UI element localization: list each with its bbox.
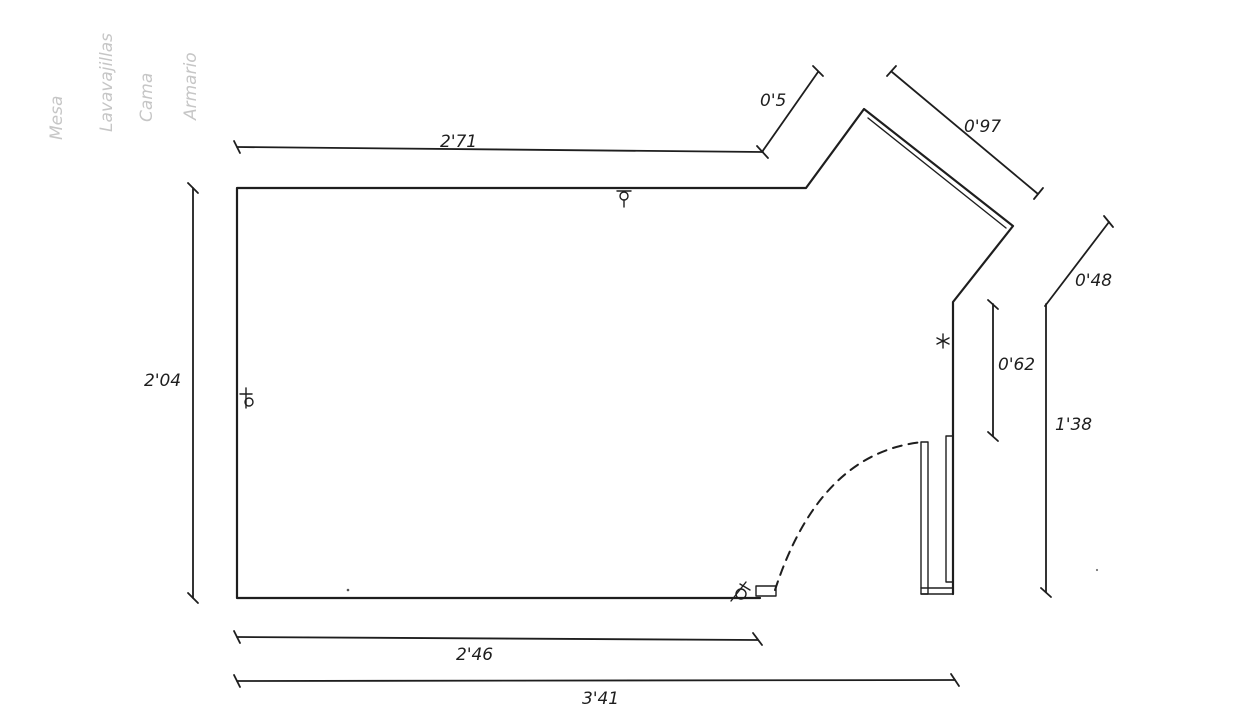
sliding-door-panel-right — [945, 435, 954, 583]
dim-right-offset-label: 0'48 — [1075, 271, 1112, 291]
faint-note-4: Armario — [181, 52, 201, 121]
ceiling-light-icon — [616, 190, 632, 208]
faint-note-1: Mesa — [47, 96, 67, 140]
dim-right-inner: 0'62 — [987, 299, 1035, 442]
dim-diagonal-short: 0'5 — [760, 65, 824, 153]
dim-right-inner-label: 0'62 — [998, 355, 1035, 375]
sliding-door — [920, 435, 954, 595]
dim-top-wall-label: 2'71 — [440, 132, 477, 152]
dim-right-offset: 0'48 — [1044, 215, 1114, 307]
faint-notes: Mesa Lavavajillas Cama Armario — [47, 33, 201, 140]
dim-bottom-inner: 2'46 — [233, 630, 763, 665]
dim-diagonal-long: 0'97 — [886, 65, 1044, 200]
socket-icon — [730, 581, 751, 602]
dim-diagonal-long-label: 0'97 — [964, 117, 1001, 137]
dim-bottom-total-label: 3'41 — [582, 689, 619, 709]
pencil-dot — [346, 588, 350, 592]
dim-diagonal-short-label: 0'5 — [760, 91, 786, 111]
dim-right-total: 1'38 — [1040, 303, 1092, 598]
tv-outlet-icon — [239, 387, 254, 409]
sliding-door-panel-left — [920, 441, 929, 595]
room-outline — [235, 107, 1015, 600]
dim-bottom-total: 3'41 — [233, 673, 960, 709]
dim-right-total-label: 1'38 — [1055, 415, 1092, 435]
wall-outlet-icon — [936, 333, 950, 349]
wall-main — [235, 107, 1015, 600]
faint-note-3: Cama — [137, 73, 157, 122]
door-swing — [774, 441, 924, 591]
dim-bottom-inner-label: 2'46 — [456, 645, 493, 665]
door-jamb — [755, 585, 777, 597]
faint-note-2: Lavavajillas — [97, 33, 117, 132]
dim-top-wall: 2'71 — [233, 132, 769, 159]
window-inner-line — [867, 117, 1007, 229]
dim-left-height: 2'04 — [144, 182, 199, 604]
dim-left-height-label: 2'04 — [144, 371, 181, 391]
pencil-dot-2 — [1095, 568, 1099, 572]
